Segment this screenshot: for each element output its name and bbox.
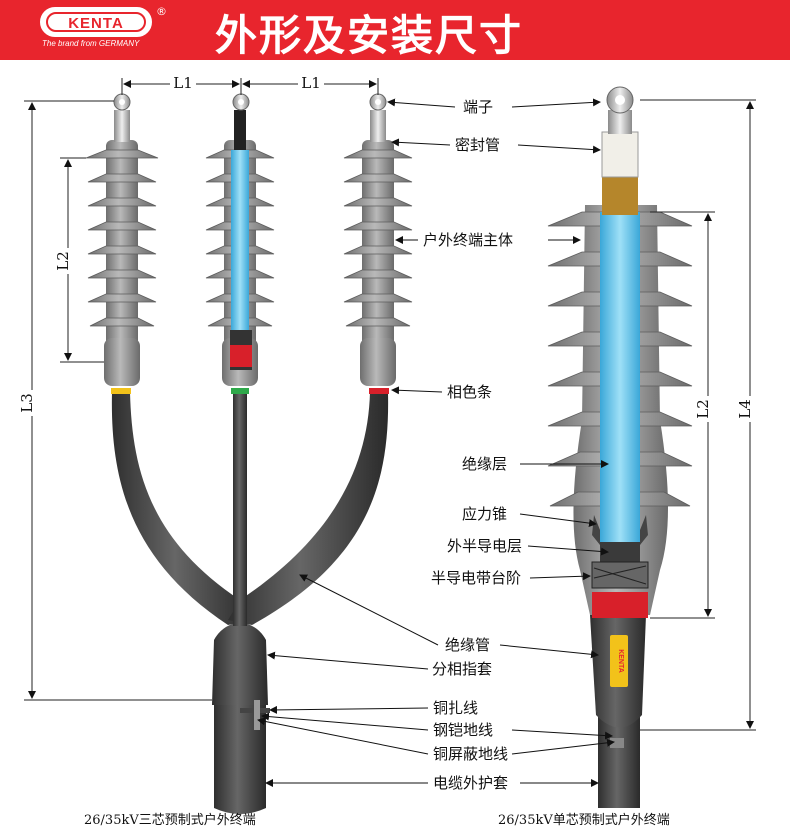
- semicon-step-single: [591, 561, 649, 589]
- label-seal-tube: 密封管: [455, 136, 500, 154]
- phase-strip-red: [369, 388, 389, 394]
- branch-left: [111, 392, 252, 625]
- insulator-right: [343, 93, 413, 386]
- callout-labels: 端子 密封管 户外终端主体 相色条 绝缘层 应力锥 外半导电层 半导电带台阶 绝…: [423, 98, 522, 792]
- ground-wire-single: [610, 738, 624, 748]
- dim-l2-left: L2: [54, 251, 72, 271]
- cable-jacket-three: [214, 700, 266, 814]
- breakout-sleeve-three: [212, 622, 268, 705]
- label-terminal: 端子: [463, 98, 493, 116]
- insulator-middle: [205, 93, 275, 386]
- label-insulating-tube: 绝缘管: [445, 636, 490, 654]
- dimension-lines-three: [24, 78, 379, 701]
- three-core-termination: [85, 93, 413, 814]
- page-title: 外形及安装尺寸: [215, 11, 524, 60]
- brand-logo: KENTA ® The brand from GERMANY: [40, 5, 167, 55]
- header-bar: KENTA ® The brand from GERMANY 外形及安装尺寸: [0, 0, 790, 60]
- label-copper-binding: 铜扎线: [433, 699, 478, 717]
- phase-strip-yellow: [111, 388, 131, 394]
- seal-tube-single: [601, 131, 639, 178]
- label-shield-ground: 铜屏蔽地线: [433, 745, 508, 763]
- outer-semicon-single: [600, 542, 640, 562]
- dim-l3: L3: [18, 393, 36, 413]
- single-core-termination: KENTA: [547, 86, 693, 808]
- branch-middle: [233, 392, 247, 626]
- conductor-single: [602, 175, 638, 215]
- label-stress-cone: 应力锥: [462, 505, 507, 523]
- branch-right: [228, 392, 389, 625]
- label-semicon-step: 半导电带台阶: [431, 569, 521, 587]
- dim-l2-right: L2: [694, 399, 712, 419]
- logo-text: KENTA: [46, 12, 146, 32]
- product-label: KENTA: [610, 635, 628, 687]
- dim-l1-right: L1: [301, 74, 321, 92]
- leader-lines: [257, 98, 615, 787]
- label-jacket: 电缆外护套: [433, 774, 508, 792]
- registered-mark: ®: [156, 5, 167, 18]
- logo-badge: KENTA: [40, 7, 152, 37]
- label-outer-semicon: 外半导电层: [447, 537, 522, 555]
- dim-l4: L4: [736, 399, 754, 419]
- phase-strip-green: [231, 388, 249, 394]
- label-breakout: 分相指套: [432, 660, 492, 678]
- label-insulation: 绝缘层: [462, 455, 507, 473]
- logo-tagline: The brand from GERMANY: [42, 39, 140, 48]
- ground-wire-three: [254, 700, 260, 730]
- svg-text:KENTA: KENTA: [617, 649, 624, 673]
- phase-strip-single: [592, 592, 648, 618]
- label-armor-ground: 钢铠地线: [433, 721, 493, 739]
- dim-l1-left: L1: [173, 74, 193, 92]
- insulation-single: [600, 212, 640, 542]
- caption-three-core: 26/35kV三芯预制式户外终端: [84, 812, 256, 828]
- label-phase-strip: 相色条: [447, 383, 492, 401]
- insulation-cutaway: [231, 150, 249, 330]
- caption-single-core: 26/35kV单芯预制式户外终端: [498, 812, 670, 828]
- insulator-left: [85, 93, 159, 386]
- label-body: 户外终端主体: [423, 231, 513, 249]
- termination-diagram: L1 L1 L2 L3 KENTA: [18, 74, 760, 828]
